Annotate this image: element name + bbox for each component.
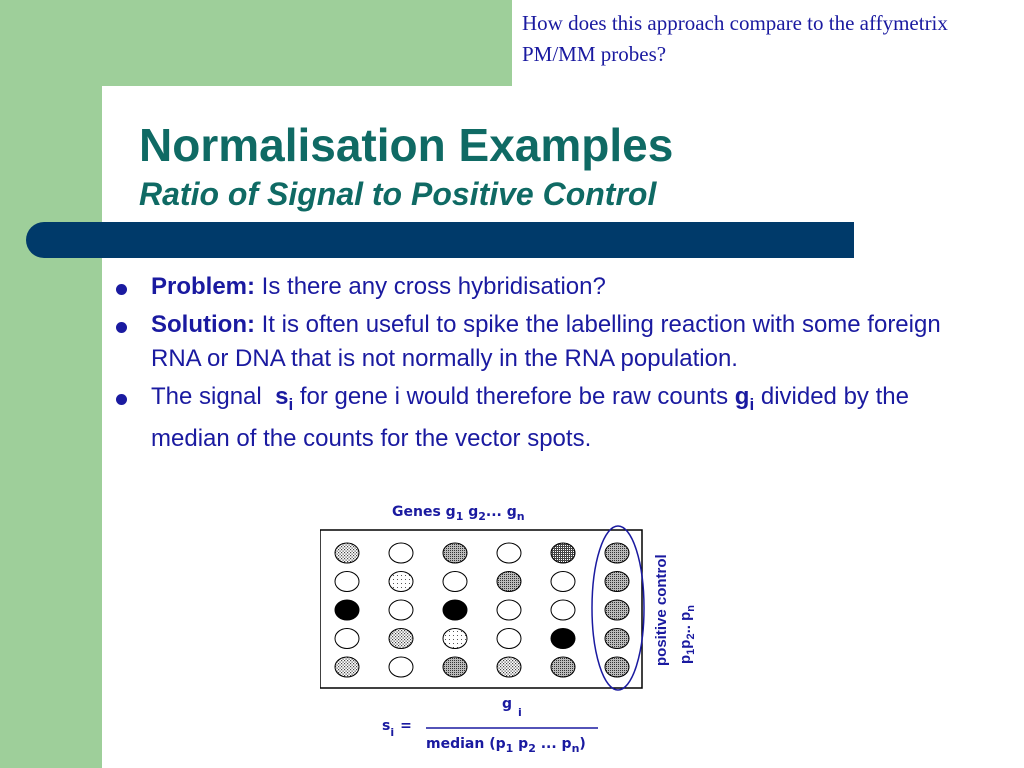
array-spot <box>442 599 468 621</box>
genes-header: Genes g1 g2... gn <box>392 504 525 523</box>
bullet-text: It is often useful to spike the labellin… <box>151 311 941 372</box>
ratio-lhs: si = <box>382 718 412 739</box>
title-divider-bar <box>26 222 854 258</box>
denominator-text: p <box>513 736 528 752</box>
signal-symbol: s <box>275 383 289 410</box>
numerator-g: g <box>502 696 512 712</box>
denominator-sub: 1 <box>506 742 514 755</box>
array-spot <box>496 542 522 564</box>
green-top-band <box>0 0 512 86</box>
denominator-text: ... p <box>536 736 572 752</box>
count-subscript: i <box>749 395 755 414</box>
formula-p: p <box>677 640 694 649</box>
bullet-dot-icon <box>116 284 127 295</box>
genes-header-text: Genes g <box>392 504 456 520</box>
bullet-dot-icon <box>116 394 127 405</box>
array-spot <box>442 656 468 678</box>
genes-header-g2: g <box>463 504 478 520</box>
slide-title: Normalisation Examples <box>139 119 674 171</box>
array-spot <box>334 542 360 564</box>
array-spot <box>442 628 468 649</box>
array-spot <box>550 571 576 592</box>
positive-control-ellipse <box>591 525 645 691</box>
array-spot <box>442 571 468 592</box>
array-spot <box>442 542 468 564</box>
genes-header-mid: ... g <box>486 504 517 520</box>
bullet-label: Solution: <box>151 311 255 338</box>
array-spot <box>550 542 576 564</box>
ratio-numerator: gi <box>502 696 522 719</box>
ratio-denominator: median (p1 p2 ... pn) <box>426 736 586 755</box>
array-spot <box>496 656 522 678</box>
formula-sub: 2 <box>685 633 697 639</box>
array-frame <box>320 529 643 689</box>
array-spot <box>496 599 522 621</box>
array-spot <box>550 628 576 649</box>
array-spot <box>604 656 630 678</box>
formula-sub: 1 <box>685 649 697 655</box>
array-spot <box>604 542 630 564</box>
array-spot <box>604 571 630 592</box>
array-spot <box>496 628 522 649</box>
positive-control-formula: p1p2.. pn <box>677 605 697 664</box>
count-symbol: g <box>734 383 750 410</box>
array-spot <box>334 656 360 678</box>
array-spot <box>550 656 576 678</box>
bullet-solution: Solution: It is often useful to spike th… <box>110 308 990 376</box>
array-spot <box>388 656 414 678</box>
formula-dots: .. p <box>677 612 694 634</box>
genes-header-sub: n <box>517 510 525 523</box>
positive-control-label: positive control <box>653 554 670 666</box>
bullet-text: for gene i would therefore be raw counts <box>293 383 735 410</box>
bullet-problem: Problem: Is there any cross hybridisatio… <box>110 270 990 304</box>
bullet-text: Is there any cross hybridisation? <box>255 273 606 300</box>
bullet-dot-icon <box>116 322 127 333</box>
numerator-sub: i <box>518 706 522 719</box>
array-spot <box>604 599 630 621</box>
genes-header-sub: 2 <box>478 510 486 523</box>
slide-subtitle: Ratio of Signal to Positive Control <box>139 176 657 212</box>
array-spot <box>388 599 414 621</box>
denominator-sub: n <box>572 742 580 755</box>
denominator-text: median (p <box>426 736 506 752</box>
array-spot <box>496 571 522 592</box>
denominator-text: ) <box>579 736 585 752</box>
array-spot <box>550 599 576 621</box>
lhs-s: s <box>382 718 390 734</box>
array-spot <box>388 542 414 564</box>
genes-header-sub: 1 <box>456 510 464 523</box>
bullet-text: The signal <box>151 383 276 410</box>
array-spot <box>334 599 360 621</box>
spot-grid <box>334 542 630 678</box>
bullet-text: divided by the median of the counts for … <box>151 383 909 452</box>
lhs-eq: = <box>400 718 412 734</box>
speaker-note: How does this approach compare to the af… <box>522 11 948 66</box>
array-spot <box>604 628 630 649</box>
formula-p: p <box>677 655 694 664</box>
lhs-sub: i <box>390 726 394 739</box>
array-spot <box>388 628 414 649</box>
signal-subscript: i <box>288 395 294 414</box>
green-side-strip <box>0 0 102 768</box>
bullet-list: Problem: Is there any cross hybridisatio… <box>110 270 990 460</box>
formula-sub: n <box>685 605 697 612</box>
microarray-diagram: Genes g1 g2... gn positive control p1p2.… <box>320 504 697 755</box>
array-spot <box>388 571 414 592</box>
array-spot <box>334 571 360 592</box>
bullet-signal: The signal si for gene i would therefore… <box>110 380 990 456</box>
bullet-label: Problem: <box>151 273 256 300</box>
array-spot <box>334 628 360 649</box>
denominator-sub: 2 <box>528 742 536 755</box>
